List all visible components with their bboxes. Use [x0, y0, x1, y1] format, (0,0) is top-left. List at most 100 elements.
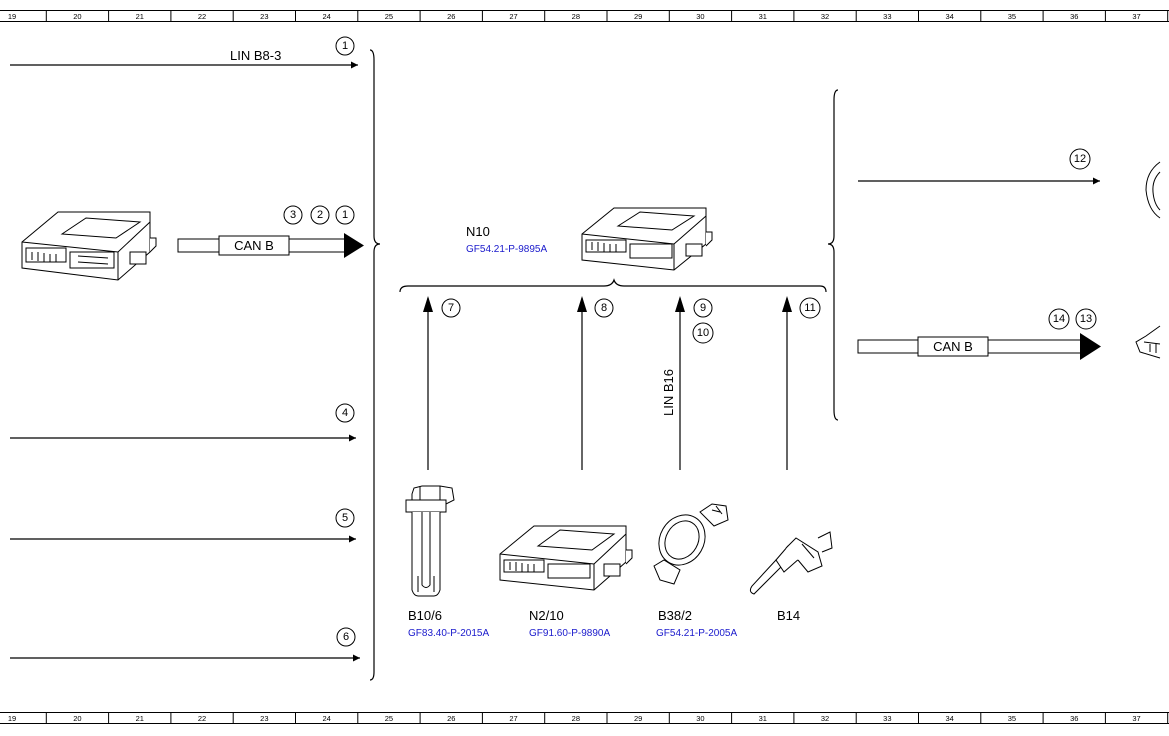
b38-2-label: B38/2	[658, 608, 692, 623]
ruler-column-label: 37	[1132, 12, 1140, 21]
ruler-column-label: 24	[322, 714, 330, 723]
svg-text:3: 3	[290, 209, 296, 221]
signal-circle-5: 5	[335, 508, 355, 528]
ruler-column-label: 19	[8, 12, 16, 21]
ruler-column-label: 19	[8, 714, 16, 723]
ruler-column-label: 33	[883, 714, 891, 723]
signal-circle-14: 14	[1048, 308, 1070, 330]
ruler-column-label: 34	[945, 714, 953, 723]
svg-text:11: 11	[804, 302, 815, 314]
signal-circle-10: 10	[692, 322, 714, 344]
n10-bottom-brace	[399, 278, 827, 293]
right-brace	[827, 89, 839, 421]
left-control-unit-image	[21, 211, 157, 281]
ruler-column-label: 26	[447, 12, 455, 21]
signal-circle-9: 9	[693, 298, 713, 318]
n10-ref-link[interactable]: GF54.21-P-9895A	[466, 244, 547, 255]
b38-2-ref-link[interactable]: GF54.21-P-2005A	[656, 628, 737, 639]
n2-10-control-unit-image	[499, 525, 633, 591]
signal-circle-8: 8	[594, 298, 614, 318]
signal-arrow-8	[577, 296, 587, 470]
svg-text:13: 13	[1080, 313, 1092, 325]
ruler-column-label: 35	[1008, 714, 1016, 723]
signal-circle-4: 4	[335, 403, 355, 423]
ruler-column-label: 25	[385, 12, 393, 21]
ruler-column-label: 32	[821, 12, 829, 21]
lin-b16-arrow	[675, 296, 685, 470]
ruler-column-label: 23	[260, 714, 268, 723]
ruler-column-label: 29	[634, 12, 642, 21]
b38-2-sensor-image	[653, 503, 729, 585]
ruler-column-label: 25	[385, 714, 393, 723]
svg-text:8: 8	[601, 302, 607, 314]
n2-10-ref-link[interactable]: GF91.60-P-9890A	[529, 628, 610, 639]
ruler-column-label: 31	[759, 12, 767, 21]
ruler-column-label: 30	[696, 714, 704, 723]
ruler-column-label: 21	[136, 12, 144, 21]
svg-text:1: 1	[342, 40, 348, 52]
signal-circle-6: 6	[336, 627, 356, 647]
signal-circle-11: 11	[799, 297, 821, 319]
ruler-column-label: 29	[634, 714, 642, 723]
ruler-column-label: 24	[322, 12, 330, 21]
svg-text:7: 7	[448, 302, 454, 314]
ruler-column-label: 23	[260, 12, 268, 21]
ruler-column-label: 36	[1070, 12, 1078, 21]
ruler-column-label: 31	[759, 714, 767, 723]
right-edge-component-bottom	[1135, 325, 1161, 359]
ruler-column-label: 27	[509, 12, 517, 21]
b10-6-label: B10/6	[408, 608, 442, 623]
ruler-column-label: 28	[572, 714, 580, 723]
svg-text:14: 14	[1053, 313, 1065, 325]
svg-text:5: 5	[342, 512, 348, 524]
signal-circle-2: 2	[310, 205, 330, 225]
can-b-right-label: CAN B	[933, 339, 973, 354]
svg-text:10: 10	[697, 327, 709, 339]
ruler-column-label: 27	[509, 714, 517, 723]
svg-text:2: 2	[317, 209, 323, 221]
ruler-column-label: 35	[1008, 12, 1016, 21]
signal-circle-1-can: 1	[335, 205, 355, 225]
ruler-column-label: 21	[136, 714, 144, 723]
ruler-column-label: 22	[198, 12, 206, 21]
ruler-column-label: 30	[696, 12, 704, 21]
lin-b16-label: LIN B16	[661, 369, 676, 416]
column-ruler-top: 19 20 21 22 23 24 25 26 27 28 29 30 31 32 33 34 35 36 37	[0, 10, 1169, 22]
b10-6-sensor-image	[405, 485, 455, 597]
ruler-column-label: 32	[821, 714, 829, 723]
n2-10-label: N2/10	[529, 608, 564, 623]
can-b-left-label: CAN B	[234, 238, 274, 253]
b10-6-ref-link[interactable]: GF83.40-P-2015A	[408, 628, 489, 639]
can-b-left-bus	[177, 233, 364, 258]
b14-label: B14	[777, 608, 800, 623]
ruler-column-label: 20	[73, 714, 81, 723]
signal-circle-12: 12	[1069, 148, 1091, 170]
signal-circle-3: 3	[283, 205, 303, 225]
signal-arrow-11	[782, 296, 792, 470]
signal-circle-1-top: 1	[335, 36, 355, 56]
can-b-right-bus	[857, 333, 1101, 360]
ruler-column-label: 36	[1070, 714, 1078, 723]
svg-text:9: 9	[700, 302, 706, 314]
svg-text:1: 1	[342, 209, 348, 221]
signal-circle-7: 7	[441, 298, 461, 318]
b14-sensor-image	[749, 531, 833, 595]
svg-text:12: 12	[1074, 153, 1086, 165]
lin-b8-3-label: LIN B8-3	[230, 48, 281, 63]
ruler-column-label: 20	[73, 12, 81, 21]
n10-control-unit-image	[581, 207, 713, 271]
ruler-column-label: 26	[447, 714, 455, 723]
svg-text:6: 6	[343, 631, 349, 643]
ruler-column-label: 28	[572, 12, 580, 21]
svg-text:4: 4	[342, 407, 348, 419]
n10-label: N10	[466, 224, 490, 239]
left-brace	[369, 49, 381, 681]
signal-circle-13: 13	[1075, 308, 1097, 330]
ruler-column-label: 34	[945, 12, 953, 21]
right-edge-component-top	[1145, 161, 1161, 219]
ruler-column-label: 37	[1132, 714, 1140, 723]
ruler-column-label: 33	[883, 12, 891, 21]
